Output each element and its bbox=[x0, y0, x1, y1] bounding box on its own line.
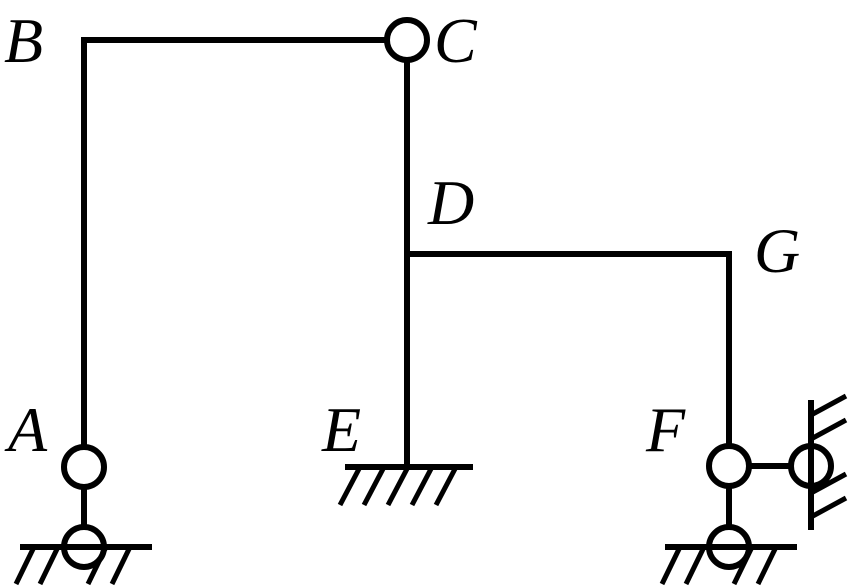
label-g: G bbox=[754, 215, 800, 286]
hinge-f bbox=[706, 443, 752, 489]
label-c: C bbox=[434, 5, 478, 76]
label-f: F bbox=[645, 394, 686, 465]
support-a-pinned-link bbox=[13, 444, 152, 586]
label-d: D bbox=[427, 167, 474, 238]
label-a: A bbox=[4, 394, 48, 465]
ground-f-bottom-hatching bbox=[659, 545, 779, 586]
ground-e-hatching bbox=[337, 465, 459, 507]
hinge-a bbox=[61, 444, 107, 490]
hinge-c bbox=[384, 17, 430, 63]
label-e: E bbox=[321, 394, 361, 465]
label-b: B bbox=[4, 5, 43, 76]
support-f-pinned-links bbox=[659, 393, 848, 586]
ground-f-right-hatching bbox=[809, 393, 848, 520]
support-e-fixed bbox=[337, 464, 473, 507]
ground-a-hatching bbox=[13, 545, 133, 586]
